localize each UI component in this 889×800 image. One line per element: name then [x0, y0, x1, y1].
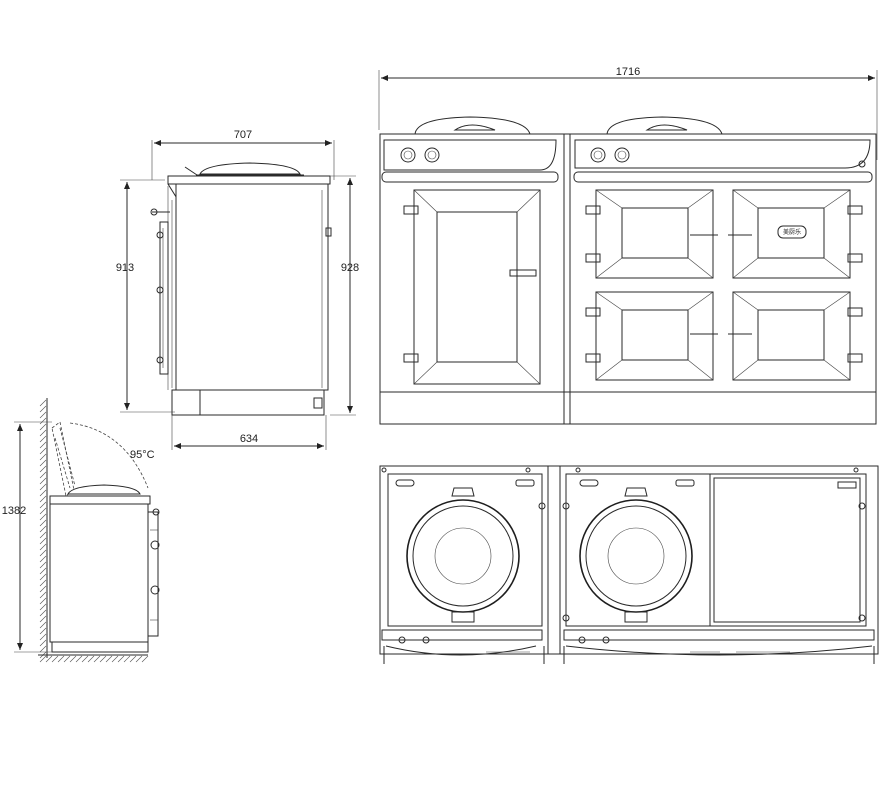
floor-hatch-line	[87, 655, 95, 663]
floor-hatch-line	[105, 655, 113, 663]
wall-hatch-line	[39, 507, 47, 515]
floor-hatch-line	[63, 655, 71, 663]
wall-hatch-line	[39, 447, 47, 455]
floor-hatch-line	[75, 655, 83, 663]
wall-hatch-line	[39, 405, 47, 413]
wall-hatch-line	[39, 621, 47, 629]
front-view: 1716	[378, 66, 878, 425]
wall-hatch-line	[39, 399, 47, 407]
floor-hatch-line	[69, 655, 77, 663]
wall-hatch-line	[39, 561, 47, 569]
dim-lid-angle: 95°C	[130, 449, 155, 461]
wall-hatch-line	[39, 489, 47, 497]
wall-hatch-line	[39, 519, 47, 527]
wall-hatch-line	[39, 441, 47, 449]
floor-hatch-line	[135, 655, 143, 663]
wall-hatch-line	[39, 585, 47, 593]
dim-side-depth-top: 707	[234, 129, 252, 141]
wall-hatch-line	[39, 645, 47, 653]
floor-hatch-line	[141, 655, 149, 663]
wall-hatch-line	[39, 501, 47, 509]
floor-hatch-line	[111, 655, 119, 663]
wall-hatch-line	[39, 459, 47, 467]
wall-hatch-line	[39, 495, 47, 503]
wall-hatch-line	[39, 639, 47, 647]
wall-hatch-line	[39, 597, 47, 605]
lid-open-side-view: 95°C 1382	[2, 398, 160, 663]
wall-hatch-line	[39, 513, 47, 521]
plan-view	[379, 465, 879, 664]
brand-badge: 美厨乐	[783, 228, 801, 236]
floor-hatch-line	[57, 655, 65, 663]
wall-hatch-line	[39, 471, 47, 479]
floor-hatch-line	[45, 655, 53, 663]
wall-hatch-line	[39, 423, 47, 431]
floor-hatch-line	[51, 655, 59, 663]
wall-hatch-line	[39, 573, 47, 581]
wall-hatch-line	[39, 603, 47, 611]
wall-hatch-line	[39, 435, 47, 443]
side-view: 707 913 928 634	[116, 129, 359, 450]
wall-hatch-line	[39, 591, 47, 599]
dim-top-width: 1716	[616, 66, 640, 78]
floor-hatch-line	[81, 655, 89, 663]
wall-hatch-line	[39, 537, 47, 545]
wall-hatch-line	[39, 555, 47, 563]
floor-hatch-line	[123, 655, 131, 663]
dim-side-height-left: 913	[116, 262, 134, 274]
wall-hatch-line	[39, 615, 47, 623]
wall-hatch-line	[39, 477, 47, 485]
wall-hatch-line	[39, 633, 47, 641]
wall-hatch-line	[39, 531, 47, 539]
wall-hatch-line	[39, 483, 47, 491]
wall-hatch-line	[39, 627, 47, 635]
wall-hatch-line	[39, 429, 47, 437]
floor-hatch-line	[99, 655, 107, 663]
wall-hatch-line	[39, 543, 47, 551]
floor-hatch-line	[39, 655, 47, 663]
wall-hatch-line	[39, 567, 47, 575]
wall-hatch-line	[39, 525, 47, 533]
dim-lid-open-height: 1382	[2, 505, 26, 517]
wall-hatch-line	[39, 609, 47, 617]
wall-hatch-line	[39, 453, 47, 461]
floor-hatch-line	[117, 655, 125, 663]
floor-hatch-line	[93, 655, 101, 663]
wall-hatch-line	[39, 417, 47, 425]
floor-hatch-line	[129, 655, 137, 663]
wall-hatch-line	[39, 411, 47, 419]
dim-side-depth-bottom: 634	[240, 433, 258, 445]
dim-side-height-right: 928	[341, 262, 359, 274]
wall-hatch-line	[39, 549, 47, 557]
wall-hatch-line	[39, 579, 47, 587]
wall-hatch-line	[39, 465, 47, 473]
